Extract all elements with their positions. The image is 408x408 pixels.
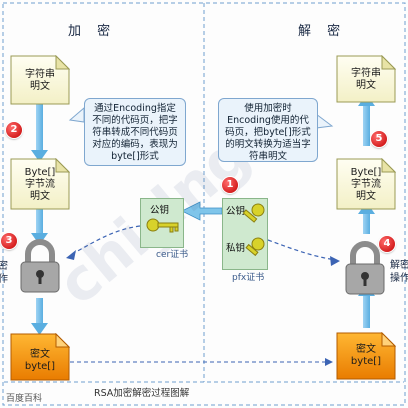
padlock-icon-right: [345, 241, 385, 295]
right-connector-2: [363, 210, 370, 234]
left-connector-3: [36, 298, 43, 326]
key-icon-pfx-private: [245, 237, 265, 257]
step-badge-5: 5: [371, 131, 387, 147]
source-watermark: 百度百科: [6, 394, 43, 404]
key-icon-pfx-public: [242, 203, 265, 223]
step-badge-4: 4: [379, 236, 395, 252]
step-badge-1: 1: [222, 177, 238, 193]
private-key-label-pfx: 私钥: [226, 243, 246, 254]
byte-array-doc-left: Byte[] 字节流 明文: [10, 158, 70, 210]
decrypt-operation-label: 解密 操作: [390, 260, 408, 284]
public-key-label-cer: 公钥: [150, 205, 170, 216]
encrypt-operation-label: 密 作: [0, 261, 8, 285]
plaintext-string-doc-right: 字符串 明文: [336, 55, 396, 103]
cer-to-lock-line: [69, 225, 141, 256]
step-badge-2: 2: [6, 122, 22, 138]
diagram-caption: RSA加密解密过程图解: [94, 388, 190, 399]
left-connector-1: [36, 103, 43, 153]
right-connector-3: [363, 292, 370, 328]
left-connector-2: [36, 208, 43, 236]
ciphertext-doc-left: 密文 byte[]: [10, 333, 70, 381]
step-badge-3: 3: [1, 233, 17, 249]
cer-certificate-caption: cer证书: [156, 250, 189, 260]
padlock-icon-left: [20, 239, 60, 293]
pfx-to-lock-line: [267, 239, 337, 261]
encrypt-title: 加 密: [68, 24, 117, 39]
key-icon-cer: [146, 218, 179, 233]
encoding-callout-left: 通过Encoding指定不同的代码页，把字符串转成不同代码页对应的编码，表现为b…: [84, 98, 186, 166]
pfx-certificate-caption: pfx证书: [232, 273, 265, 283]
ciphertext-doc-right: 密文 byte[]: [336, 332, 396, 380]
encoding-callout-right: 使用加密时Encoding使用的代码页，把byte[]形式的明文转换为适当字符串…: [218, 98, 318, 162]
decrypt-title: 解 密: [298, 24, 347, 39]
right-connector-1: [363, 102, 370, 146]
public-key-label-pfx: 公钥: [226, 206, 246, 217]
byte-array-doc-right: Byte[] 字节流 明文: [336, 158, 396, 210]
plaintext-string-doc-left: 字符串 明文: [10, 55, 70, 105]
